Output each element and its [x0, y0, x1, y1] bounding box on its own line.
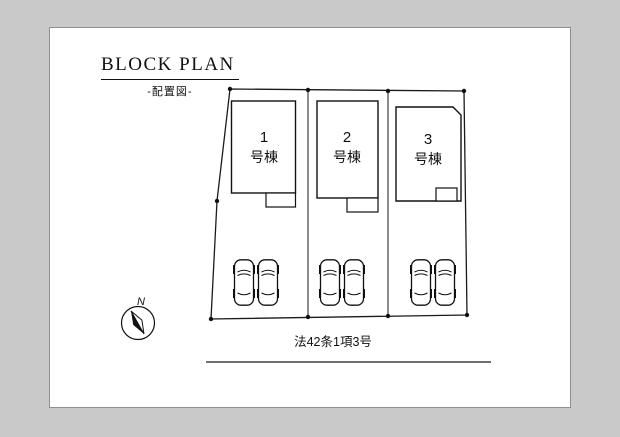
compass-icon: N	[120, 296, 156, 341]
car-icon	[318, 259, 342, 306]
building-3-porch	[435, 187, 458, 202]
boundary-marker	[305, 87, 311, 93]
boundary-marker	[385, 88, 391, 94]
building-2: 2 号棟	[316, 100, 379, 213]
boundary-markers	[208, 86, 470, 322]
building-1: 1 号棟	[230, 100, 297, 208]
title-block: BLOCK PLAN -配置図-	[101, 54, 239, 99]
north-label: N	[137, 296, 145, 308]
building-label-suffix: 号棟	[414, 151, 442, 167]
car-icon	[256, 259, 280, 306]
compass-needle-light	[130, 310, 145, 335]
boundary-marker	[461, 88, 467, 94]
building-label-number: 2	[343, 129, 351, 146]
boundary-marker	[227, 86, 233, 92]
boundary-marker	[385, 313, 391, 319]
car-icon	[409, 259, 433, 306]
building-label-suffix: 号棟	[250, 149, 278, 165]
road-setback-label: 法42条1項3号	[294, 335, 372, 349]
boundary-marker	[305, 314, 311, 320]
building-1-porch	[265, 192, 297, 208]
building-label-number: 1	[260, 129, 268, 146]
site-plan: 1 号棟 2 号棟 3 号棟	[120, 86, 491, 363]
building-label-suffix: 号棟	[333, 149, 361, 165]
page-title: BLOCK PLAN	[101, 54, 239, 80]
boundary-marker	[214, 198, 220, 204]
boundary-marker	[464, 312, 470, 318]
car-icon	[433, 259, 457, 306]
car-icon	[342, 259, 366, 306]
block-plan-panel: BLOCK PLAN -配置図-	[49, 27, 571, 408]
car-icon	[232, 259, 256, 306]
building-label-number: 3	[424, 131, 432, 148]
page-subtitle: -配置図-	[147, 86, 193, 98]
boundary-marker	[208, 316, 214, 322]
building-2-porch	[346, 197, 379, 213]
building-3: 3 号棟	[395, 106, 462, 202]
